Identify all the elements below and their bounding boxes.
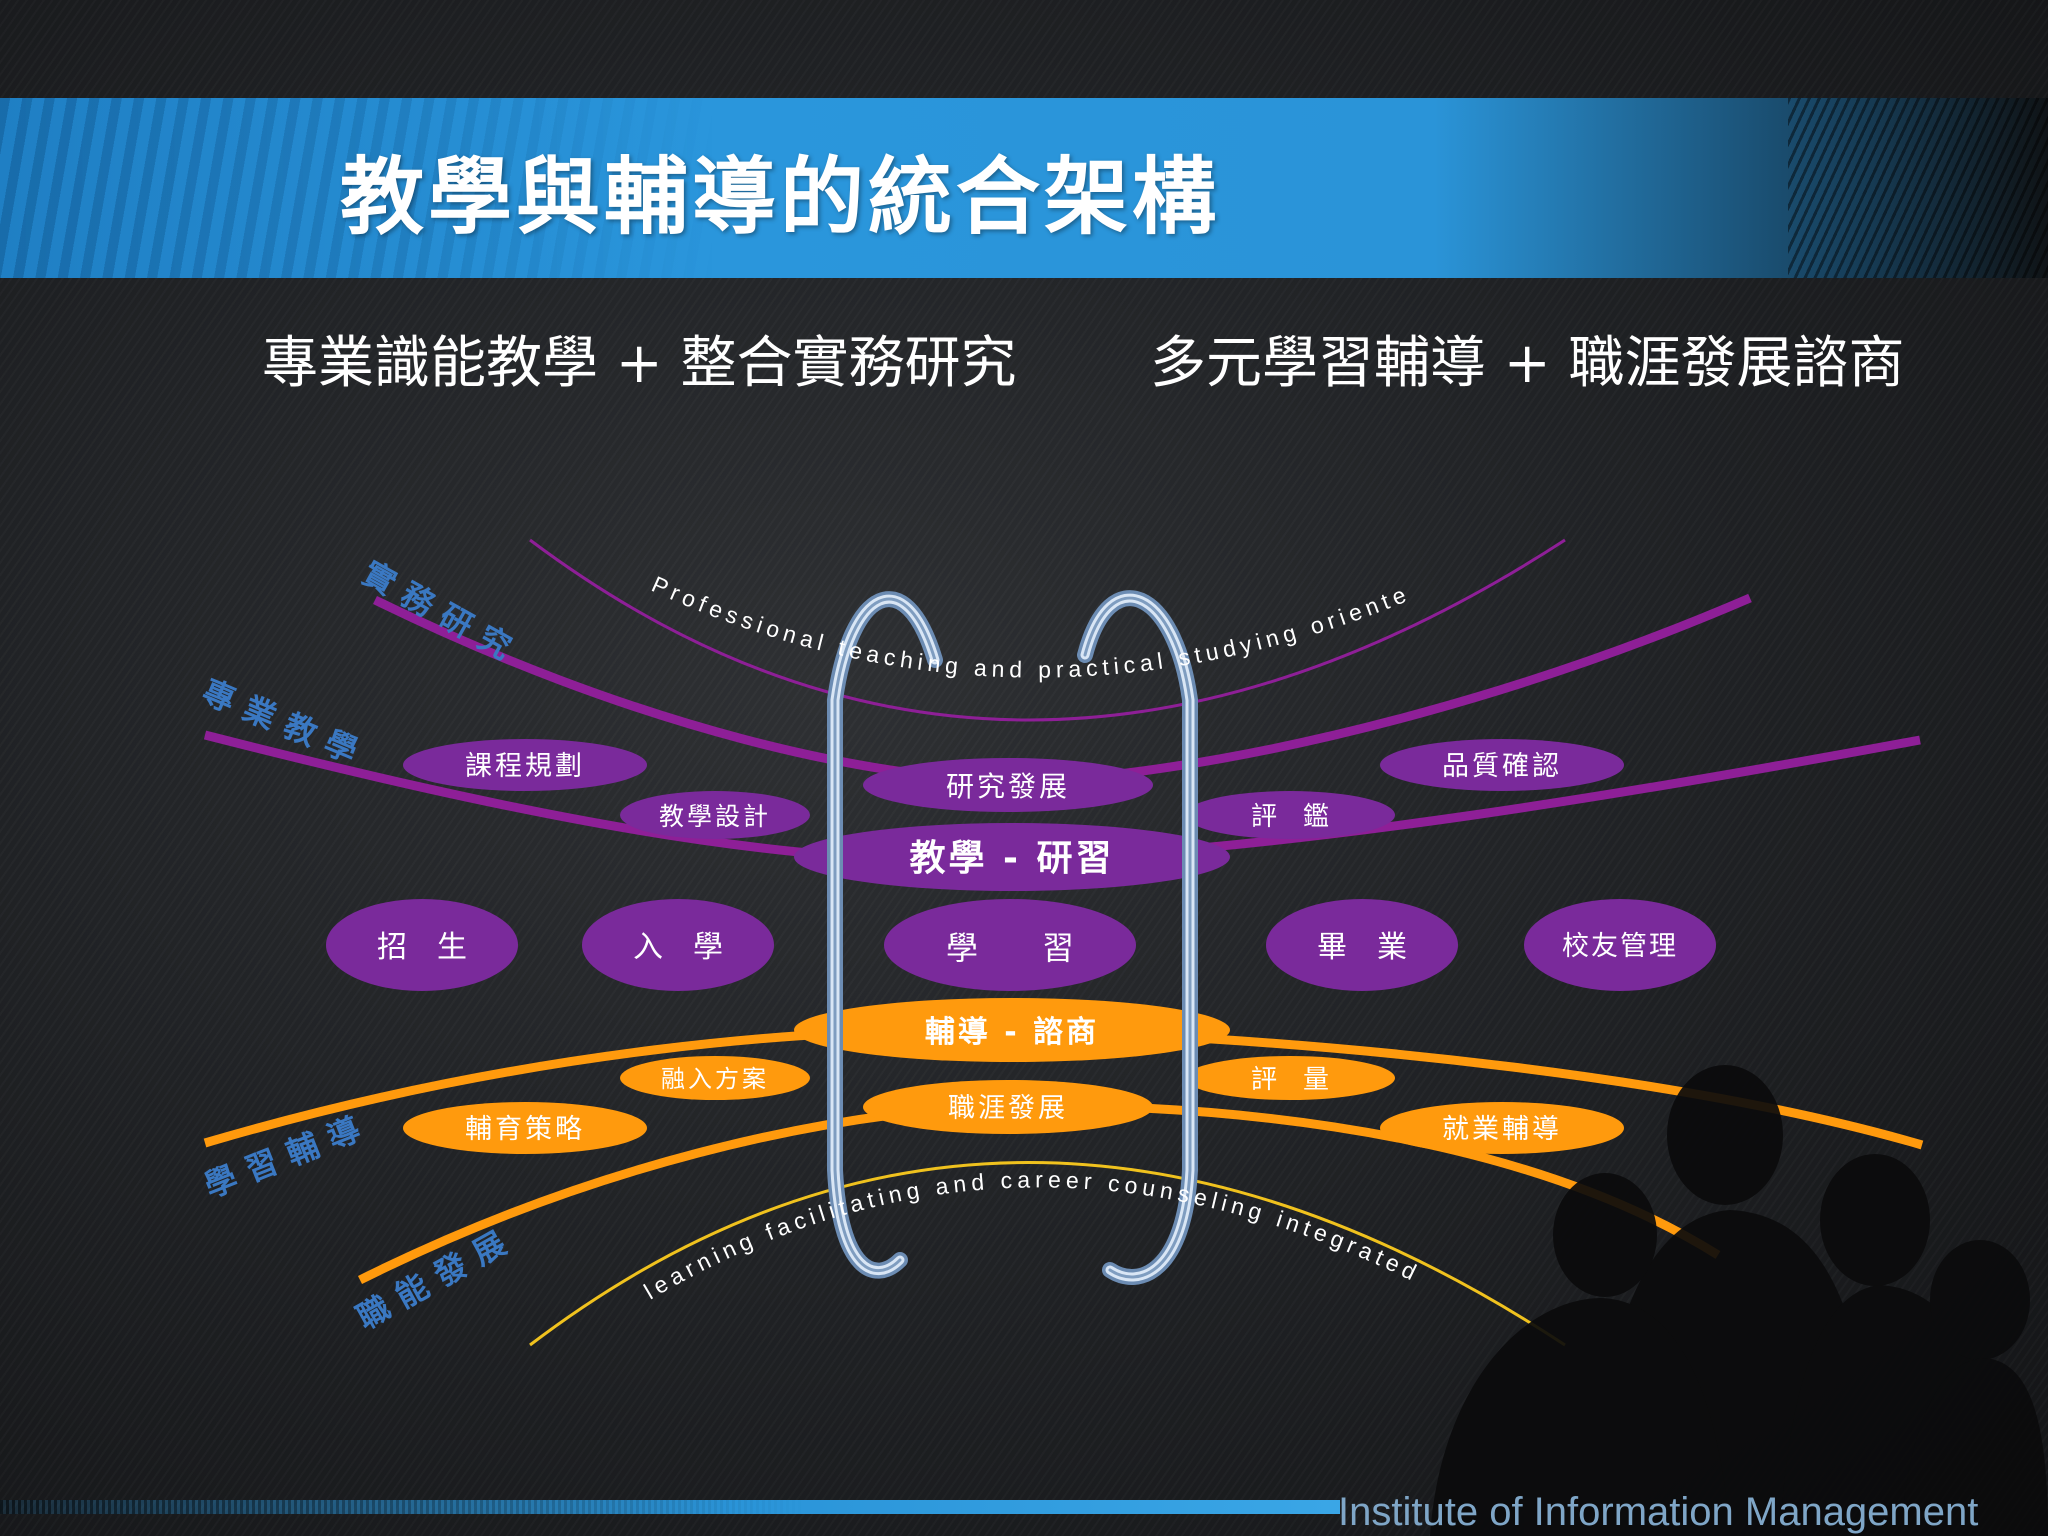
employment-guidance-node: 就業輔導 — [1380, 1102, 1624, 1154]
svg-text:評 量: 評 量 — [1251, 1065, 1329, 1095]
people-silhouette — [1430, 1065, 2048, 1536]
teaching-research-node: 教學 - 研習 — [794, 823, 1230, 891]
svg-text:研究發展: 研究發展 — [946, 770, 1070, 803]
thin-purple-arc — [529, 538, 1566, 722]
svg-text:課程規劃: 課程規劃 — [465, 751, 585, 782]
right-ring — [1077, 590, 1198, 1285]
svg-text:招 生: 招 生 — [377, 930, 467, 965]
footer-label: Institute of Information Management — [1338, 1490, 1979, 1534]
svg-text:教學 - 研習: 教學 - 研習 — [909, 838, 1114, 879]
teaching-design-node: 教學設計 — [620, 791, 810, 839]
alumni-management-node: 校友管理 — [1524, 899, 1716, 991]
bottom-arc-text: learning facilitating and career counsel… — [639, 1166, 1425, 1304]
practical-research-label: 實務研究 — [356, 554, 528, 673]
career-development-label: 職能發展 — [350, 1218, 522, 1337]
footer-bar — [0, 1500, 1340, 1514]
research-development-node: 研究發展 — [863, 758, 1153, 812]
quality-assurance-node: 品質確認 — [1380, 739, 1624, 791]
integration-program-node: 融入方案 — [620, 1056, 810, 1100]
svg-text:就業輔導: 就業輔導 — [1442, 1114, 1562, 1145]
svg-text:品質確認: 品質確認 — [1442, 751, 1562, 782]
assessment-node: 評 量 — [1185, 1056, 1395, 1100]
svg-text:入 學: 入 學 — [633, 930, 723, 965]
svg-text:輔導 - 諮商: 輔導 - 諮商 — [925, 1015, 1099, 1050]
subtitle-guidance: 多元學習輔導 + 職涯發展諮商 — [1150, 331, 1905, 396]
recruitment-node: 招 生 — [326, 899, 518, 991]
top-arc-text: Professional teaching and practical stud… — [0, 0, 1414, 683]
curriculum-planning-node: 課程規劃 — [403, 739, 647, 791]
evaluation-node: 評 鑑 — [1185, 791, 1395, 839]
title-banner — [0, 98, 2048, 278]
thin-yellow-arc — [529, 1161, 1566, 1347]
svg-text:職涯發展: 職涯發展 — [948, 1093, 1068, 1124]
enrollment-node: 入 學 — [582, 899, 774, 991]
svg-text:校友管理: 校友管理 — [1562, 931, 1678, 962]
guidance-strategy-node: 輔育策略 — [403, 1102, 647, 1154]
counseling-node: 輔導 - 諮商 — [794, 998, 1230, 1062]
svg-text:教學設計: 教學設計 — [659, 802, 771, 831]
page-title: 教學與輔導的統合架構 — [340, 148, 1221, 246]
svg-text:學 習: 學 習 — [946, 929, 1074, 967]
left-ring — [827, 591, 943, 1279]
svg-text:畢 業: 畢 業 — [1317, 930, 1407, 965]
graduation-node: 畢 業 — [1266, 899, 1458, 991]
svg-text:融入方案: 融入方案 — [661, 1065, 769, 1093]
learning-node: 學 習 — [884, 899, 1136, 991]
subtitle-teaching: 專業識能教學 + 整合實務研究 — [262, 331, 1017, 396]
career-development-node: 職涯發展 — [863, 1080, 1153, 1134]
svg-text:評 鑑: 評 鑑 — [1251, 802, 1329, 832]
svg-text:輔育策略: 輔育策略 — [465, 1114, 585, 1145]
